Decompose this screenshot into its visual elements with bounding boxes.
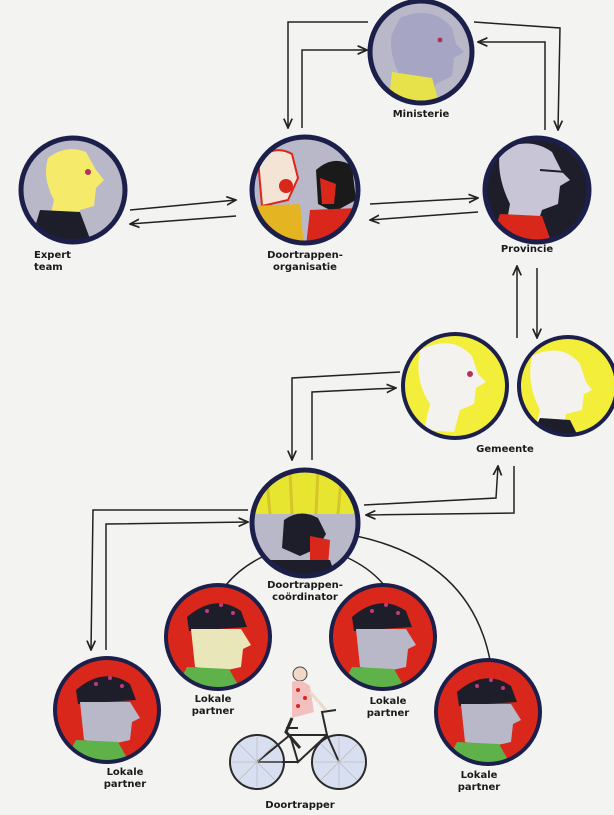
arrow-coordinator-to-gemeente	[311, 388, 396, 460]
label-gemeente: Gemeente	[465, 444, 545, 456]
label-lokale-partner-4: Lokale partner	[444, 770, 514, 794]
label-ministerie: Ministerie	[381, 109, 461, 121]
arrow-organisatie-to-provincie	[369, 198, 478, 205]
arrow-ministerie-to-provincie	[473, 21, 560, 130]
arrow-coordinator-to-gemeente-lower	[363, 466, 498, 506]
label-lokale-partner-2: Lokale partner	[178, 694, 248, 718]
label-doortrappen-coordinator-line2: coördinator	[272, 592, 338, 603]
label-doortrappen-organisatie-line1: Doortrappen-	[267, 250, 343, 261]
node-lokale-partner-1	[53, 656, 161, 764]
arrow-expert-to-organisatie	[129, 200, 236, 211]
node-ministerie	[367, 0, 475, 106]
label-lokale-partner-4-line1: Lokale	[460, 770, 498, 781]
arrow-gemeente-to-coordinator	[292, 371, 401, 460]
link-coordinator-partner-4	[355, 535, 491, 661]
label-doortrapper-text: Doortrapper	[265, 800, 335, 811]
label-gemeente-text: Gemeente	[476, 444, 534, 455]
link-coordinator-partner-2	[225, 556, 263, 586]
label-provincie-text: Provincie	[500, 244, 554, 255]
node-lokale-partner-2	[164, 583, 272, 691]
label-lokale-partner-3: Lokale partner	[353, 696, 423, 720]
node-doortrappen-coordinator	[249, 467, 361, 579]
label-lokale-partner-1-line2: partner	[103, 779, 147, 790]
label-lokale-partner-2-line2: partner	[191, 706, 235, 717]
arrow-provincie-to-organisatie	[370, 211, 479, 220]
node-provincie	[482, 135, 592, 245]
node-expert-team	[18, 135, 128, 245]
arrow-organisatie-to-ministerie	[301, 50, 367, 128]
node-gemeente	[401, 332, 614, 440]
arrow-ministerie-to-organisatie	[288, 21, 368, 128]
label-lokale-partner-2-line1: Lokale	[194, 694, 232, 705]
label-expert-team: Expert team	[34, 250, 74, 274]
label-provincie: Provincie	[487, 244, 567, 256]
label-expert-team-line1: Expert	[34, 250, 71, 261]
arrow-coordinator-to-partner	[91, 509, 248, 650]
label-expert-team-line2: team	[34, 262, 63, 273]
arrow-partner-to-coordinator	[105, 522, 248, 650]
node-lokale-partner-4	[434, 658, 542, 766]
label-lokale-partner-3-line1: Lokale	[369, 696, 407, 707]
connector-lines	[91, 21, 560, 661]
label-ministerie-text: Ministerie	[392, 109, 450, 120]
label-lokale-partner-1: Lokale partner	[90, 767, 160, 791]
label-lokale-partner-1-line1: Lokale	[106, 767, 144, 778]
label-lokale-partner-4-line2: partner	[457, 782, 501, 793]
arrow-provincie-to-ministerie	[478, 42, 546, 130]
arrow-gemeente-to-coordinator-lower	[366, 466, 515, 515]
label-lokale-partner-3-line2: partner	[366, 708, 410, 719]
cyclist-icon	[229, 666, 367, 790]
node-lokale-partner-3	[329, 583, 437, 691]
arrow-organisatie-to-expert	[130, 215, 237, 224]
label-doortrappen-coordinator-line1: Doortrappen-	[267, 580, 343, 591]
node-doortrappen-organisatie	[249, 134, 361, 246]
link-coordinator-partner-3	[345, 556, 385, 586]
label-doortrappen-coordinator: Doortrappen- coördinator	[250, 580, 360, 604]
label-doortrapper: Doortrapper	[250, 800, 350, 812]
label-doortrappen-organisatie-line2: organisatie	[273, 262, 337, 273]
label-doortrappen-organisatie: Doortrappen- organisatie	[255, 250, 355, 274]
